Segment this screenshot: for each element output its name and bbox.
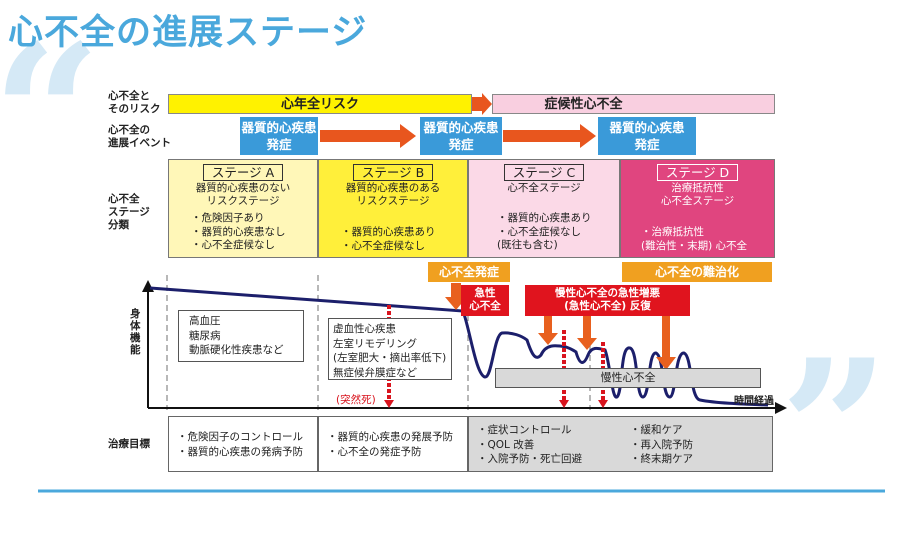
risk-bar: 心年全リスク xyxy=(168,94,472,114)
row-label-stage: 心不全ステージ分類 xyxy=(108,193,150,231)
event-box-3: 器質的心疾患発症 xyxy=(598,117,696,155)
exacerbation-label: 慢性心不全の急性増悪(急性心不全) 反復 xyxy=(525,285,690,316)
event-arrows xyxy=(320,93,596,148)
stage-b: ステージ B 器質的心疾患のあるリスクステージ ・器質的心疾患あり・心不全症候な… xyxy=(318,159,468,258)
event-box-2: 器質的心疾患発症 xyxy=(420,117,502,155)
structural-disease-box: 虚血性心疾患左室リモデリング(左室肥大・摘出率低下)無症候弁膜症など xyxy=(328,318,452,380)
x-axis-label: 時間経過 xyxy=(734,396,774,407)
row-label-risk: 心不全とそのリスク xyxy=(108,90,161,115)
chronic-hf-box: 慢性心不全 xyxy=(495,368,761,388)
treatment-goal-b: ・器質的心疾患の発展予防・心不全の発症予防 xyxy=(318,416,468,472)
sudden-death-label: (突然死) xyxy=(336,394,376,406)
row-label-treatment: 治療目標 xyxy=(108,438,150,450)
event-box-1: 器質的心疾患発症 xyxy=(240,117,318,155)
stage-a: ステージ A 器質的心疾患のないリスクステージ ・危険因子あり・器質的心疾患なし… xyxy=(168,159,318,258)
death-arrowheads xyxy=(384,400,608,408)
stage-c: ステージ C 心不全ステージ ・器質的心疾患あり・心不全症候なし(既往も含む) xyxy=(468,159,620,258)
treatment-goal-a: ・危険因子のコントロール・器質的心疾患の発病予防 xyxy=(168,416,318,472)
risk-factors-box: 高血圧糖尿病動脈硬化性疾患など xyxy=(178,310,304,362)
close-quote-decoration: ” xyxy=(780,318,890,541)
symptomatic-bar: 症候性心不全 xyxy=(492,94,775,114)
treatment-goal-cd: ・症状コントロール・QOL 改善・入院予防・死亡回避 ・緩和ケア・再入院予防・終… xyxy=(468,416,773,472)
open-quote-decoration: “ xyxy=(0,3,102,226)
page-title: 心不全の進展ステージ xyxy=(8,13,368,53)
row-label-event: 心不全の進展イベント xyxy=(108,124,171,149)
onset-label: 心不全発症 xyxy=(428,262,510,282)
refractory-label: 心不全の難治化 xyxy=(622,262,772,282)
stage-d: ステージ D 治療抵抗性心不全ステージ ・治療抵抗性(難治性・末期) 心不全 xyxy=(620,159,775,258)
y-axis-label: 身体機能 xyxy=(130,308,141,356)
acute-hf-label: 急性心不全 xyxy=(461,285,509,316)
